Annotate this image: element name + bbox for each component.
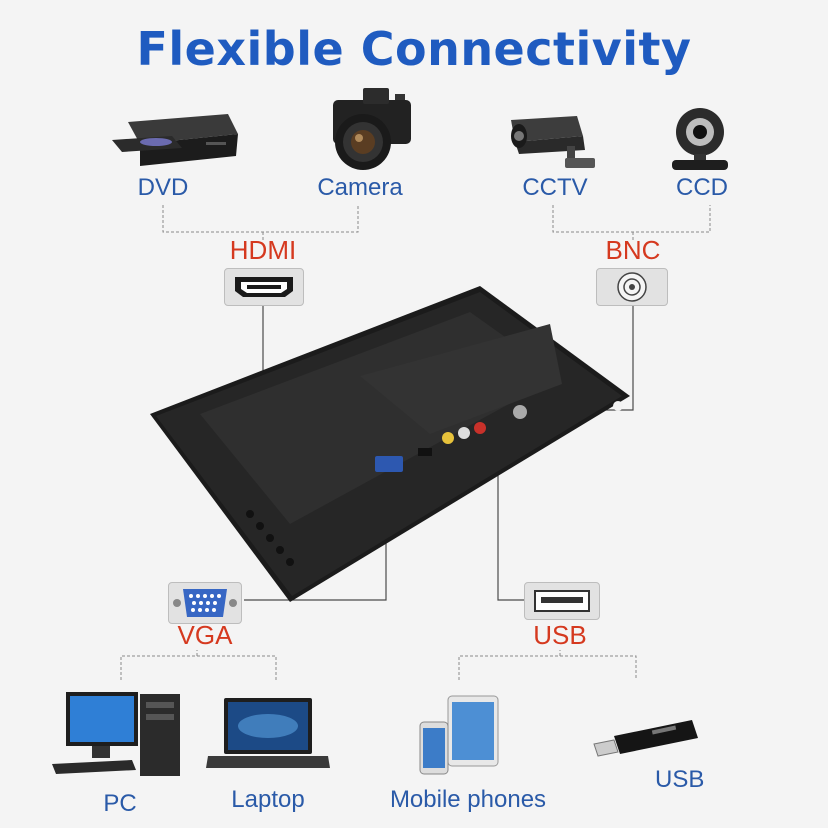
usb-port-icon bbox=[524, 582, 600, 620]
monitor-back-image bbox=[150, 284, 640, 604]
usb-stick-image bbox=[592, 718, 698, 762]
cctv-label: CCTV bbox=[522, 174, 588, 201]
bnc-label: BNC bbox=[605, 235, 661, 265]
mobile-phones-label: Mobile phones bbox=[389, 786, 547, 813]
dvd-label: DVD bbox=[137, 174, 189, 201]
ccd-label: CCD bbox=[676, 174, 728, 201]
usb-label: USB bbox=[533, 620, 587, 650]
pc-label: PC bbox=[103, 790, 137, 817]
page-title: Flexible Connectivity bbox=[136, 22, 692, 76]
vga-port-icon bbox=[168, 582, 242, 624]
cctv-camera-image bbox=[505, 114, 601, 176]
laptop-image bbox=[206, 696, 330, 772]
bnc-port-icon bbox=[596, 268, 668, 306]
laptop-label: Laptop bbox=[231, 786, 305, 813]
usb-stick-label: USB bbox=[655, 766, 705, 793]
pc-image bbox=[52, 690, 184, 780]
mobile-phones-image bbox=[418, 694, 500, 776]
vga-label: VGA bbox=[177, 620, 233, 650]
dvd-player-image bbox=[110, 112, 238, 172]
camera-image bbox=[325, 86, 415, 172]
camera-label: Camera bbox=[317, 174, 403, 201]
hdmi-label: HDMI bbox=[229, 235, 297, 265]
hdmi-port-icon bbox=[224, 268, 304, 306]
ccd-webcam-image bbox=[666, 104, 734, 176]
